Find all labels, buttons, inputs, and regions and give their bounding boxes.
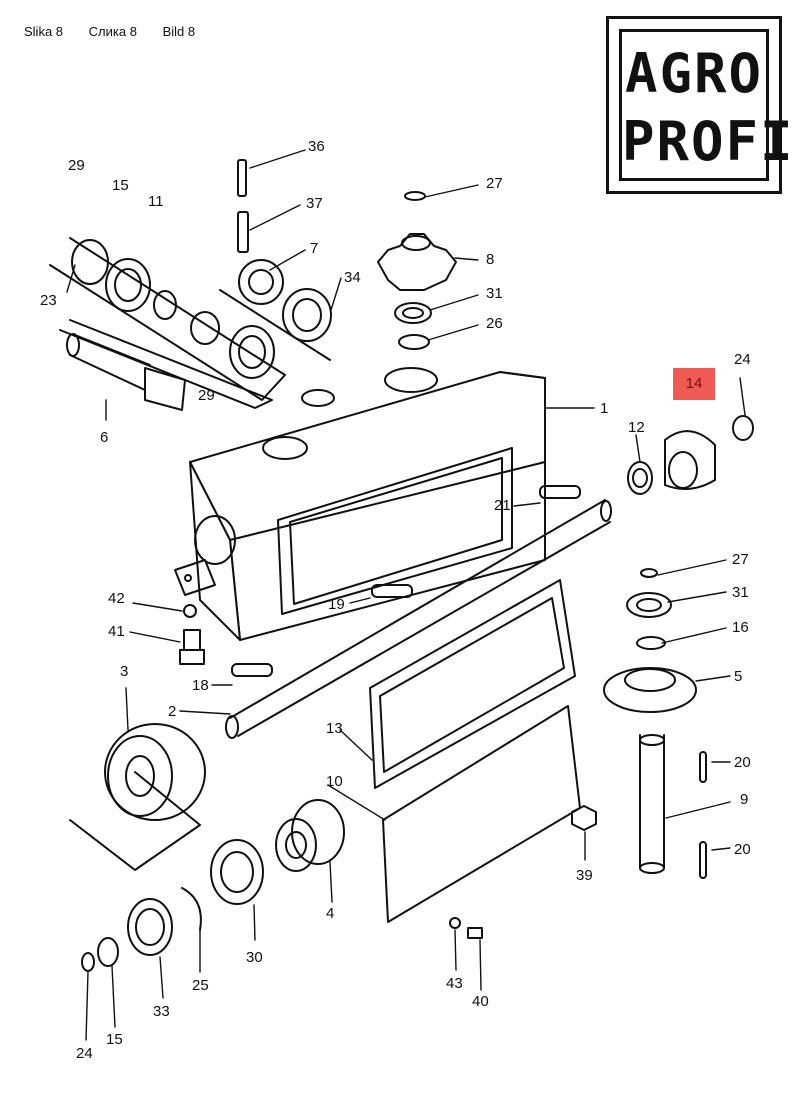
callout-15-top: 15 bbox=[112, 177, 129, 194]
callout-42: 42 bbox=[108, 590, 125, 607]
callout-6: 6 bbox=[100, 429, 108, 446]
caption-croatian: Slika 8 bbox=[24, 24, 64, 39]
caption-german: Bild 8 bbox=[162, 24, 196, 39]
callout-29-top: 29 bbox=[68, 157, 85, 174]
gasket-and-cover bbox=[369, 579, 581, 923]
bevel-gear-large bbox=[69, 723, 206, 871]
callout-15-bottom: 15 bbox=[106, 1031, 123, 1048]
callout-20-bottom: 20 bbox=[734, 841, 751, 858]
callout-41: 41 bbox=[108, 623, 125, 640]
logo-line-agro: AGRO bbox=[624, 42, 764, 105]
callout-31-top: 31 bbox=[486, 285, 503, 302]
callout-2: 2 bbox=[168, 703, 176, 720]
callout-18: 18 bbox=[192, 677, 209, 694]
callout-24-top: 24 bbox=[734, 351, 751, 368]
callout-27-right: 27 bbox=[732, 551, 749, 568]
callout-20-top: 20 bbox=[734, 754, 751, 771]
small-gear-group bbox=[81, 799, 345, 972]
callout-8: 8 bbox=[486, 251, 494, 268]
callout-10: 10 bbox=[326, 773, 343, 790]
callout-25: 25 bbox=[192, 977, 209, 994]
callout-31-right: 31 bbox=[732, 584, 749, 601]
callout-labels: 36 37 7 27 8 34 31 26 29 15 11 23 29 6 1… bbox=[40, 138, 751, 1062]
leader-lines bbox=[66, 149, 746, 1041]
callout-26: 26 bbox=[486, 315, 503, 332]
caption-serbian: Слика 8 bbox=[88, 24, 137, 39]
callout-12: 12 bbox=[628, 419, 645, 436]
callout-43: 43 bbox=[446, 975, 463, 992]
callout-7: 7 bbox=[310, 240, 318, 257]
callout-16: 16 bbox=[732, 619, 749, 636]
callout-13: 13 bbox=[326, 720, 343, 737]
callout-23: 23 bbox=[40, 292, 57, 309]
callout-29-bottom: 29 bbox=[198, 387, 215, 404]
agro-profil-logo: AGRO PROFIL bbox=[606, 16, 800, 194]
callout-19: 19 bbox=[328, 596, 345, 613]
gearbox-housing bbox=[174, 367, 546, 641]
callout-5: 5 bbox=[734, 668, 742, 685]
callout-4: 4 bbox=[326, 905, 334, 922]
fasteners bbox=[179, 568, 672, 939]
right-flange-group bbox=[627, 415, 754, 495]
highlighted-part-14[interactable]: 14 bbox=[673, 368, 715, 400]
callout-27-top: 27 bbox=[486, 175, 503, 192]
top-sprocket-group bbox=[377, 191, 457, 350]
callout-1: 1 bbox=[600, 400, 608, 417]
callout-11: 11 bbox=[148, 193, 164, 210]
callout-36: 36 bbox=[308, 138, 325, 155]
callout-40: 40 bbox=[472, 993, 489, 1010]
callout-30: 30 bbox=[246, 949, 263, 966]
top-pins-bushing bbox=[219, 159, 332, 361]
callout-39: 39 bbox=[576, 867, 593, 884]
callout-3: 3 bbox=[120, 663, 128, 680]
main-shaft bbox=[225, 485, 612, 739]
callout-24-bottom: 24 bbox=[76, 1045, 93, 1062]
callout-37: 37 bbox=[306, 195, 323, 212]
pinion-shaft bbox=[66, 333, 186, 411]
left-bearing-group bbox=[49, 237, 286, 409]
bevel-gear-vertical bbox=[603, 667, 707, 879]
callout-9: 9 bbox=[740, 791, 748, 808]
callout-34: 34 bbox=[344, 269, 361, 286]
callout-33: 33 bbox=[153, 1003, 170, 1020]
figure-caption: Slika 8 Слика 8 Bild 8 bbox=[24, 24, 217, 39]
callout-21: 21 bbox=[494, 497, 511, 514]
